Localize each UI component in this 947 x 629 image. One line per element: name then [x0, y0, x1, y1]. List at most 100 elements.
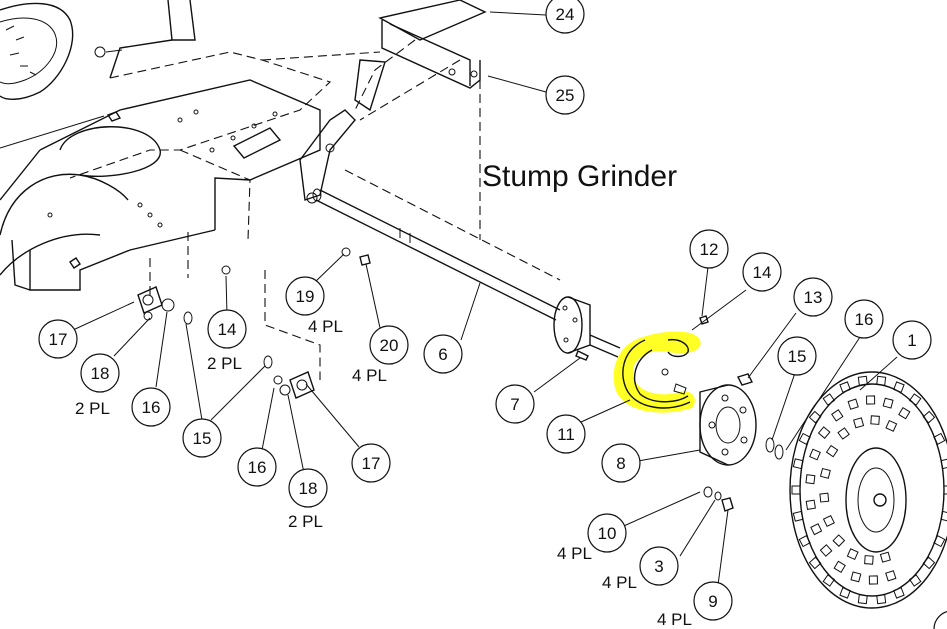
callout-number: 14 [218, 320, 237, 339]
tread-block [792, 458, 804, 470]
callout-1: 1 [892, 320, 932, 360]
tread-block [879, 551, 891, 563]
callout-number: 11 [557, 425, 575, 444]
callout-20: 20 [369, 325, 409, 365]
callout-number: 24 [556, 5, 575, 24]
callout-17-mid: 17 [351, 443, 391, 483]
tread-block [808, 556, 822, 570]
callout-13: 13 [793, 277, 833, 317]
callout-19: 19 [285, 276, 325, 316]
callout-number: 13 [804, 288, 823, 307]
callout-bubbles: 24 25 12 14 13 16 1 15 6 7 11 8 10 3 9 1… [38, 0, 947, 629]
callout-number: 1 [907, 331, 916, 350]
callout-14-right: 14 [742, 252, 782, 292]
hub-flange [553, 296, 621, 358]
callout-number: 18 [299, 479, 318, 498]
axle-shaft [312, 169, 561, 321]
callout-number: 12 [700, 240, 719, 259]
qty-19: 4 PL [308, 317, 343, 336]
callout-11: 11 [546, 414, 586, 454]
leader-lines [0, 11, 898, 586]
tread-block [898, 407, 911, 420]
callout-number: 16 [855, 310, 874, 329]
tread-block [819, 467, 831, 479]
tread-block [847, 398, 859, 410]
tread-block [808, 410, 822, 424]
tread-block [839, 587, 851, 599]
callout-number: 16 [248, 458, 267, 477]
qty-3: 4 PL [602, 573, 637, 592]
callout-18-left: 18 [80, 353, 120, 393]
clamp-part-11-highlighted [613, 331, 701, 413]
callout-15-right: 15 [777, 336, 817, 376]
callout-25: 25 [545, 75, 585, 115]
tread-block [831, 409, 844, 422]
tread-block [876, 594, 887, 605]
tread-block [822, 574, 836, 587]
callout-number: 14 [753, 263, 772, 282]
tread-block [933, 535, 946, 548]
callout-number: 18 [91, 364, 110, 383]
tread-block [846, 548, 859, 561]
tread-block [805, 474, 816, 485]
tread-block [922, 556, 936, 570]
callout-3: 3 [639, 546, 679, 586]
chassis-frame [0, 0, 381, 380]
tread-block [850, 571, 862, 583]
callout-9: 9 [693, 581, 733, 621]
qty-18-left: 2 PL [75, 399, 110, 418]
callout-8: 8 [601, 443, 641, 483]
tread-block [870, 415, 880, 425]
tread-block [839, 381, 851, 393]
callout-number: 7 [510, 395, 519, 414]
callout-24: 24 [545, 0, 585, 34]
tread-block [885, 419, 898, 432]
tread-block [791, 485, 801, 495]
callout-number: 16 [142, 398, 161, 417]
rear-tire-top-left [0, 2, 74, 100]
fasteners [94, 46, 784, 512]
callout-17-left: 17 [38, 319, 78, 359]
tread-block [817, 426, 831, 439]
tire-tread-pattern [791, 375, 947, 605]
tread-block [792, 510, 804, 522]
callout-number: 17 [362, 454, 381, 473]
tread-block [868, 575, 878, 585]
tread-block [857, 594, 868, 605]
callout-number: 20 [380, 336, 399, 355]
callout-7: 7 [495, 384, 535, 424]
tread-block [837, 427, 850, 440]
tread-block [933, 432, 946, 445]
tread-block [798, 535, 811, 548]
tread-block [864, 555, 874, 565]
callout-number: 15 [788, 347, 807, 366]
callout-number: 15 [193, 429, 212, 448]
tread-block [809, 448, 821, 461]
callout-number: 25 [556, 86, 575, 105]
tread-block [882, 397, 894, 409]
callout-number: 8 [616, 454, 625, 473]
qty-10: 4 PL [557, 544, 592, 563]
tread-block [822, 393, 836, 406]
tread-block [908, 393, 922, 406]
callout-16-mid: 16 [237, 447, 277, 487]
callout-6: 6 [423, 334, 463, 374]
tread-block [885, 570, 897, 582]
tread-block [822, 514, 835, 528]
tread-block [857, 375, 868, 386]
tread-block [798, 432, 811, 445]
callout-number: 17 [49, 330, 68, 349]
qty-14-left: 2 PL [207, 354, 242, 373]
tread-block [922, 410, 936, 424]
callout-18-mid: 18 [288, 468, 328, 508]
front-tire-1 [789, 371, 947, 609]
qty-20: 4 PL [352, 366, 387, 385]
callout-partial-edge [933, 611, 947, 629]
tread-block [876, 375, 887, 386]
callout-10: 10 [587, 513, 627, 553]
callout-number: 3 [654, 557, 663, 576]
tread-block [819, 492, 830, 503]
callout-16-left: 16 [131, 387, 171, 427]
callout-number: 19 [296, 287, 315, 306]
